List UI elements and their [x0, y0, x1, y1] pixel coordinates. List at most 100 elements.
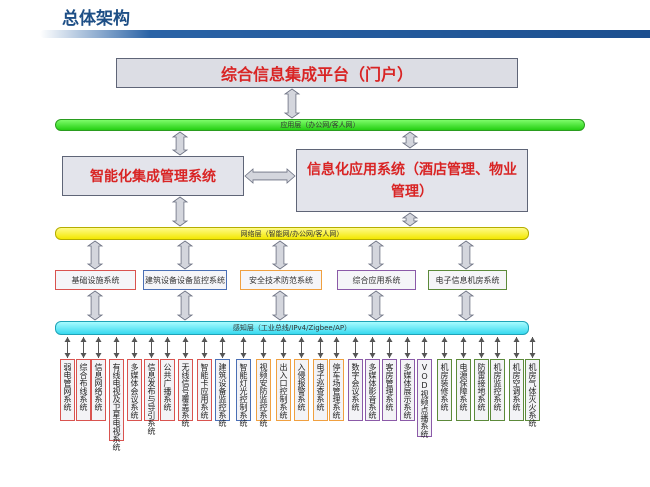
double-arrow: [283, 88, 301, 119]
leaf-system-label: 停车场管理系统: [332, 363, 341, 419]
arrowhead: [95, 353, 102, 358]
arrowhead: [201, 337, 208, 342]
mid-system-data-center: 电子信息机房系统: [428, 270, 507, 290]
intelligent-integration-system-box: 智能化集成管理系统: [62, 156, 244, 196]
leaf-system-label: 有线电视及卫星电视系统: [112, 363, 121, 451]
leaf-system-box: 出入口控制系统: [276, 359, 291, 421]
arrowhead: [164, 353, 171, 358]
arrowhead: [404, 337, 411, 342]
arrowhead: [494, 353, 501, 358]
leaf-system-label: 入侵报警系统: [297, 363, 306, 411]
leaf-system-label: 多媒体影音系统: [368, 363, 377, 419]
leaf-system-label: 机房监控系统: [493, 363, 502, 411]
arrowhead: [421, 353, 428, 358]
leaf-system-box: 信息发布与导引系统: [144, 359, 159, 435]
arrowhead: [317, 337, 324, 342]
arrowhead: [164, 337, 171, 342]
mid-system-security: 安全技术防范系统: [240, 270, 322, 290]
leaf-system-label: 建筑设备监控系统: [218, 363, 227, 427]
network-layer-bar: 网络层（智能网/办公网/客人网）: [55, 227, 529, 240]
double-arrow: [457, 240, 475, 270]
leaf-system-box: 无线信号覆盖系统: [178, 359, 193, 427]
leaf-system-label: 综合布线系统: [79, 363, 88, 411]
integration-platform-box: 综合信息集成平台（门户）: [116, 58, 518, 88]
leaf-system-box: 机房装修系统: [437, 359, 452, 421]
leaf-system-box: 建筑设备监控系统: [215, 359, 230, 427]
double-arrow-horizontal: [244, 168, 296, 184]
leaf-system-label: 电源保障系统: [459, 363, 468, 411]
arrowhead: [386, 353, 393, 358]
leaf-system-label: 数字会议系统: [351, 363, 360, 411]
double-arrow: [401, 131, 419, 149]
leaf-system-box: 客房管理系统: [382, 359, 397, 421]
arrowhead: [298, 337, 305, 342]
leaf-system-box: 有线电视及卫星电视系统: [109, 359, 124, 451]
leaf-system-label: 机房装修系统: [440, 363, 449, 411]
leaf-system-label: 多媒体展示系统: [403, 363, 412, 419]
leaf-system-label: 弱电管网系统: [63, 363, 72, 411]
arrowhead: [80, 337, 87, 342]
arrowhead: [240, 337, 247, 342]
double-arrow: [171, 131, 189, 156]
arrowhead: [131, 353, 138, 358]
arrowhead: [182, 337, 189, 342]
mid-system-integrated-app: 综合应用系统: [337, 270, 416, 290]
leaf-system-box: 入侵报警系统: [294, 359, 309, 421]
leaf-system-label: 机房气体灭火系统: [528, 363, 537, 427]
arrowhead: [421, 337, 428, 342]
arrowhead: [182, 353, 189, 358]
arrowhead: [113, 353, 120, 358]
leaf-system-box: 电源保障系统: [456, 359, 471, 421]
mid-system-building-equipment: 建筑设备设备监控系统: [143, 270, 227, 290]
arrowhead: [131, 337, 138, 342]
leaf-system-box: VOD视频点播系统: [417, 359, 432, 438]
arrowhead: [513, 337, 520, 342]
arrowhead: [260, 337, 267, 342]
leaf-system-box: 信息网络系统: [91, 359, 106, 421]
arrowhead: [369, 337, 376, 342]
leaf-system-label: 出入口控制系统: [279, 363, 288, 419]
double-arrow: [271, 240, 289, 270]
leaf-system-label: 无线信号覆盖系统: [181, 363, 190, 427]
arrowhead: [113, 337, 120, 342]
double-arrow: [171, 196, 189, 227]
arrowhead: [404, 353, 411, 358]
arrowhead: [219, 353, 226, 358]
leaf-system-label: 客房管理系统: [385, 363, 394, 411]
leaf-system-box: 弱电管网系统: [60, 359, 75, 421]
arrowhead: [333, 353, 340, 358]
arrowhead: [80, 353, 87, 358]
leaf-system-label: 智能灯光控制系统: [239, 363, 248, 427]
leaf-system-label: 视频安防监控系统: [259, 363, 268, 427]
arrowhead: [64, 353, 71, 358]
arrowhead: [352, 353, 359, 358]
arrowhead: [64, 337, 71, 342]
arrowhead: [441, 353, 448, 358]
leaf-system-label: 机房空调系统: [512, 363, 521, 411]
leaf-system-box: 防雷接地系统: [474, 359, 489, 421]
arrowhead: [280, 337, 287, 342]
leaf-system-label: 防雷接地系统: [477, 363, 486, 411]
arrowhead: [280, 353, 287, 358]
leaf-system-box: 多媒体会议系统: [127, 359, 142, 421]
double-arrow: [367, 240, 385, 270]
leaf-system-box: 多媒体展示系统: [400, 359, 415, 421]
arrowhead: [478, 337, 485, 342]
leaf-system-box: 机房气体灭火系统: [525, 359, 540, 427]
arrowhead: [529, 353, 536, 358]
arrowhead: [201, 353, 208, 358]
arrowhead: [148, 337, 155, 342]
leaf-system-box: 数字会议系统: [348, 359, 363, 421]
leaf-system-box: 智能灯光控制系统: [236, 359, 251, 427]
arrowhead: [352, 337, 359, 342]
leaf-system-label: 智能卡应用系统: [200, 363, 209, 419]
arrowhead: [529, 337, 536, 342]
arrowhead: [240, 353, 247, 358]
double-arrow: [86, 240, 104, 270]
leaf-system-label: 公共广播系统: [163, 363, 172, 411]
arrowhead: [386, 337, 393, 342]
double-arrow: [176, 290, 194, 321]
double-arrow: [367, 290, 385, 321]
arrowhead: [478, 353, 485, 358]
double-arrow: [176, 240, 194, 270]
